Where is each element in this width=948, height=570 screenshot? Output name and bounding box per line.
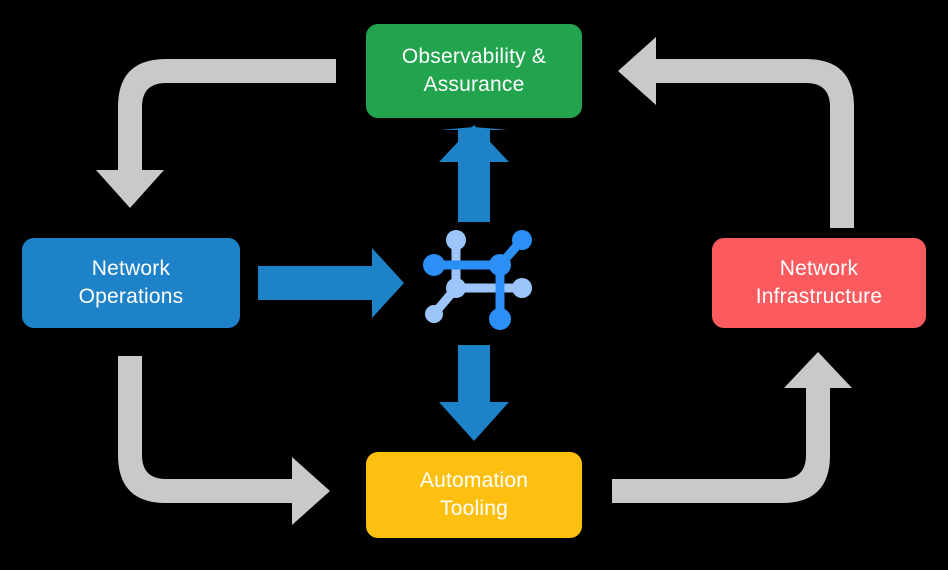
arrow-operations-to-center [258, 248, 404, 318]
arrow-center-to-observability-head [439, 125, 509, 162]
node-observability-assurance[interactable]: Observability & Assurance [366, 24, 582, 118]
arrow-observability-to-operations [96, 59, 336, 208]
arrow-center-to-automation-head [439, 402, 509, 441]
network-topology-icon [423, 230, 532, 330]
arrow-operations-to-automation [118, 356, 330, 525]
arrow-infrastructure-to-observability [618, 37, 854, 228]
arrow-automation-to-infrastructure [612, 352, 852, 503]
arrow-center-to-observability-shaft [458, 155, 490, 222]
node-network-operations[interactable]: Network Operations [22, 238, 240, 328]
node-network-infrastructure[interactable]: Network Infrastructure [712, 238, 926, 328]
node-automation-tooling[interactable]: Automation Tooling [366, 452, 582, 538]
arrow-center-to-automation-shaft [458, 345, 490, 407]
